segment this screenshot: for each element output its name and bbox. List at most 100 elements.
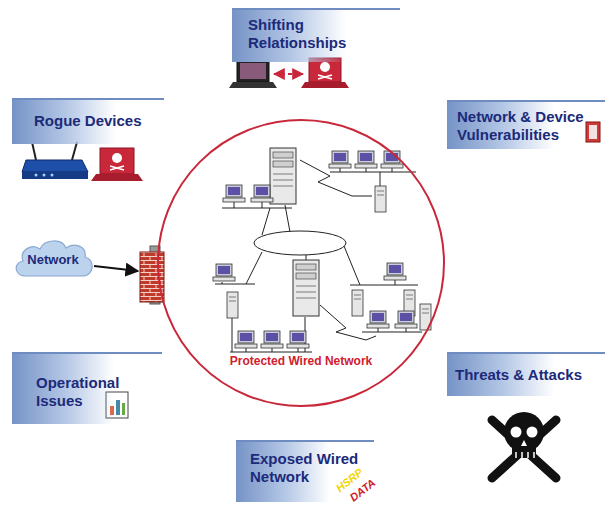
computer-icons (251, 185, 273, 202)
router-icon (22, 172, 88, 179)
skull-icon (492, 412, 556, 478)
rogue-laptop-icon (320, 62, 330, 72)
issue-band: Operational Issues (12, 352, 162, 424)
lan-illustration (362, 332, 422, 333)
lan-illustration (340, 168, 341, 172)
computer-icons (223, 185, 245, 202)
computer-icons (227, 292, 238, 318)
computer-icons (355, 151, 377, 168)
text-wrap: Network & Device Vulnerabilities (447, 102, 605, 147)
rogue-laptop-icon (112, 153, 122, 163)
router-icon (22, 160, 88, 172)
lan-illustration (230, 352, 312, 353)
lan-illustration (246, 348, 247, 352)
laptop-icon (237, 60, 269, 82)
laptop-icon (240, 63, 266, 79)
lan-illustration (234, 202, 235, 208)
lan-illustration (378, 328, 379, 332)
double-arrow (274, 74, 303, 75)
skull-icon (511, 427, 522, 438)
band-title: Shifting Relationships (248, 16, 374, 51)
lan-illustration (320, 305, 376, 340)
lan-illustration (344, 246, 360, 285)
router-icon (22, 142, 88, 179)
firewall-icon (140, 246, 164, 304)
rogue-laptop-icon (318, 75, 332, 79)
text-wrap: Shifting Relationships (232, 10, 400, 55)
cloud-label: Network (27, 252, 78, 267)
lan-illustration (366, 168, 367, 172)
band-title: Rogue Devices (34, 112, 158, 130)
skull-icon (521, 440, 527, 446)
computer-icons (213, 148, 431, 348)
lan-illustration (406, 328, 407, 332)
band-title: Network & Device Vulnerabilities (457, 108, 597, 143)
text-wrap: Threats & Attacks (447, 354, 605, 388)
text-wrap: Network (12, 236, 94, 282)
computer-icons (235, 331, 257, 348)
band-title: Threats & Attacks (455, 366, 599, 384)
rogue-laptop-icon (301, 58, 349, 88)
router-icon (35, 174, 38, 177)
issue-band: Rogue Devices (12, 98, 164, 144)
computer-icons (270, 148, 296, 204)
computer-icons (287, 331, 309, 348)
lan-illustration (272, 348, 273, 352)
skull-icon (527, 427, 538, 438)
double-arrow (274, 73, 303, 75)
lan-illustration (215, 160, 422, 352)
lan-illustration (254, 231, 346, 255)
laptop-icon (229, 82, 277, 88)
computer-icons (367, 311, 389, 328)
laptop-icon (229, 60, 277, 88)
lan-illustration (222, 208, 292, 209)
skull-icon (512, 444, 536, 458)
rogue-laptop-icon (301, 82, 349, 88)
issue-band: Shifting Relationships (232, 8, 400, 62)
lan-illustration (262, 208, 270, 235)
arrow (94, 266, 138, 271)
rogue-laptop-icon (91, 174, 143, 181)
computer-icons (329, 151, 351, 168)
lan-illustration (380, 172, 381, 186)
rogue-laptop-icon (110, 166, 124, 170)
circle-label: Protected Wired Network (156, 354, 446, 368)
protected-network-circle: Protected Wired Network (156, 118, 446, 408)
lan-illustration (222, 282, 223, 284)
rogue-laptop-icon (91, 148, 143, 181)
router-icon (51, 174, 54, 177)
computer-icons (213, 264, 235, 281)
skull-icon (504, 412, 544, 452)
lan-illustration (215, 284, 255, 285)
lan-illustration (285, 205, 290, 232)
text-wrap: Rogue Devices (12, 100, 164, 134)
router-icon (43, 174, 46, 177)
network-cloud: Network (12, 236, 94, 282)
lan-illustration (392, 168, 393, 172)
computer-icons (352, 290, 363, 316)
lan-illustration (246, 252, 262, 284)
issue-band: Network & Device Vulnerabilities (447, 100, 605, 149)
skull-icon (516, 452, 534, 458)
lan-illustration (330, 172, 416, 173)
computer-icons (293, 260, 319, 316)
rogue-laptop-icon (100, 148, 134, 174)
router-icon (32, 142, 36, 160)
lan-illustration (262, 202, 263, 208)
band-title: Operational Issues (36, 374, 136, 409)
computer-icons (395, 311, 417, 328)
computer-icons (375, 186, 386, 212)
issue-band: Threats & Attacks (447, 352, 605, 396)
computer-icons (384, 263, 406, 280)
lan-illustration (395, 280, 396, 285)
arrow (94, 266, 138, 271)
text-wrap: Operational Issues (12, 354, 162, 413)
firewall-icon (140, 252, 164, 302)
text-wrap: Protected Wired Network (156, 354, 446, 368)
computer-icons (261, 331, 283, 348)
router-icon (72, 142, 77, 160)
lan-illustration (298, 348, 299, 352)
cloud-outline (16, 241, 92, 276)
